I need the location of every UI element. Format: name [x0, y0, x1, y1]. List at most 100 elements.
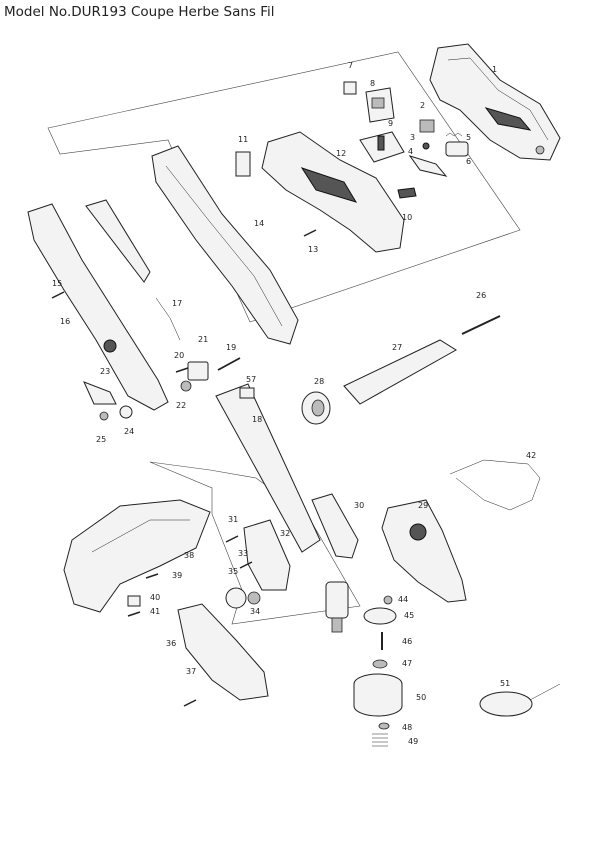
page-title: Model No.DUR193 Coupe Herbe Sans Fil: [4, 4, 275, 20]
part-4-switch: [408, 155, 448, 177]
part-label-49: 49: [408, 737, 418, 746]
part-22-washer: [180, 380, 192, 392]
part-47-washer: [372, 659, 388, 669]
part-label-24: 24: [124, 427, 134, 436]
part-label-37: 37: [186, 667, 196, 676]
part-17-wire: [155, 297, 181, 341]
part-label-45: 45: [404, 611, 414, 620]
part-label-5: 5: [466, 133, 471, 142]
part-44-washer: [383, 595, 393, 605]
part-26-bolt: [461, 315, 501, 335]
part-41-screw: [127, 611, 141, 617]
part-20-pin: [175, 367, 189, 373]
part-49-spring: [372, 733, 388, 747]
part-label-19: 19: [226, 343, 236, 352]
upper-group-frame: [47, 51, 521, 323]
part-label-10: 10: [402, 213, 412, 222]
part-14-shaft: [151, 145, 299, 345]
part-6: [445, 141, 469, 157]
part-1-housing: [429, 43, 561, 161]
part-label-3: 3: [410, 133, 415, 142]
part-label-36: 36: [166, 639, 176, 648]
part-5: [445, 132, 463, 137]
part-label-4: 4: [408, 147, 413, 156]
part-57-label: [239, 387, 255, 399]
part-3: [422, 142, 430, 150]
part-label-26: 26: [476, 291, 486, 300]
part-labels: 1234567891011121314151617181920212223242…: [52, 61, 536, 746]
part-label-23: 23: [100, 367, 110, 376]
part-43-motor: [325, 581, 349, 633]
part-label-38: 38: [184, 551, 194, 560]
part-label-42: 42: [526, 451, 536, 460]
part-17-inner-tube: [85, 199, 151, 283]
part-35-gear: [225, 587, 247, 609]
part-label-15: 15: [52, 279, 62, 288]
part-29-motor-housing: [381, 499, 467, 603]
part-label-48: 48: [402, 723, 412, 732]
part-label-51: 51: [500, 679, 510, 688]
part-51-spool-line: [479, 683, 561, 717]
part-39-screw: [145, 573, 159, 579]
part-label-28: 28: [314, 377, 324, 386]
part-label-6: 6: [466, 157, 471, 166]
part-19-screw: [217, 357, 241, 371]
part-label-40: 40: [150, 593, 160, 602]
part-label-31: 31: [228, 515, 238, 524]
part-12-housing: [261, 131, 405, 253]
part-label-21: 21: [198, 335, 208, 344]
part-label-22: 22: [176, 401, 186, 410]
part-label-17: 17: [172, 299, 182, 308]
lower-group-frame: [149, 461, 361, 625]
part-15-screw: [51, 291, 65, 299]
part-24-knob: [119, 405, 133, 419]
part-label-47: 47: [402, 659, 412, 668]
part-label-30: 30: [354, 501, 364, 510]
part-31-screw: [225, 535, 239, 543]
part-9-switch-module: [359, 131, 405, 163]
part-16-shaft: [27, 203, 169, 411]
part-label-32: 32: [280, 529, 290, 538]
part-40-clip: [127, 595, 141, 607]
part-label-9: 9: [388, 119, 393, 128]
part-8-controller: [365, 87, 395, 123]
part-2: [419, 119, 435, 133]
part-label-46: 46: [402, 637, 412, 646]
part-label-16: 16: [60, 317, 70, 326]
part-28-knob: [301, 391, 331, 425]
part-23-lever: [83, 381, 117, 405]
part-label-1: 1: [492, 65, 497, 74]
part-37-screw: [183, 699, 197, 707]
part-45-fan: [363, 607, 397, 625]
part-21-bracket: [187, 361, 209, 381]
part-42-wire-guard: [449, 459, 541, 511]
part-38-guard: [63, 499, 211, 613]
part-label-11: 11: [238, 135, 248, 144]
part-label-44: 44: [398, 595, 408, 604]
part-label-34: 34: [250, 607, 260, 616]
part-48-clip: [378, 722, 390, 730]
part-11-label: [235, 151, 251, 177]
part-30-segment: [311, 493, 359, 559]
part-27-handle: [343, 339, 457, 405]
part-label-7: 7: [348, 61, 353, 70]
part-10-button: [397, 187, 417, 199]
part-label-33: 33: [238, 549, 248, 558]
part-label-25: 25: [96, 435, 106, 444]
part-34-gear: [247, 591, 261, 605]
part-7-label: [343, 81, 357, 95]
part-label-20: 20: [174, 351, 184, 360]
part-label-41: 41: [150, 607, 160, 616]
part-label-27: 27: [392, 343, 402, 352]
part-label-2: 2: [420, 101, 425, 110]
part-label-8: 8: [370, 79, 375, 88]
part-25-nut: [99, 411, 109, 421]
part-18-shaft-strip: [215, 383, 321, 553]
part-label-14: 14: [254, 219, 264, 228]
part-label-35: 35: [228, 567, 238, 576]
part-label-57: 57: [246, 375, 256, 384]
part-50-spool: [353, 673, 403, 717]
part-36-head-housing: [177, 603, 269, 701]
part-13-screw: [303, 229, 317, 237]
